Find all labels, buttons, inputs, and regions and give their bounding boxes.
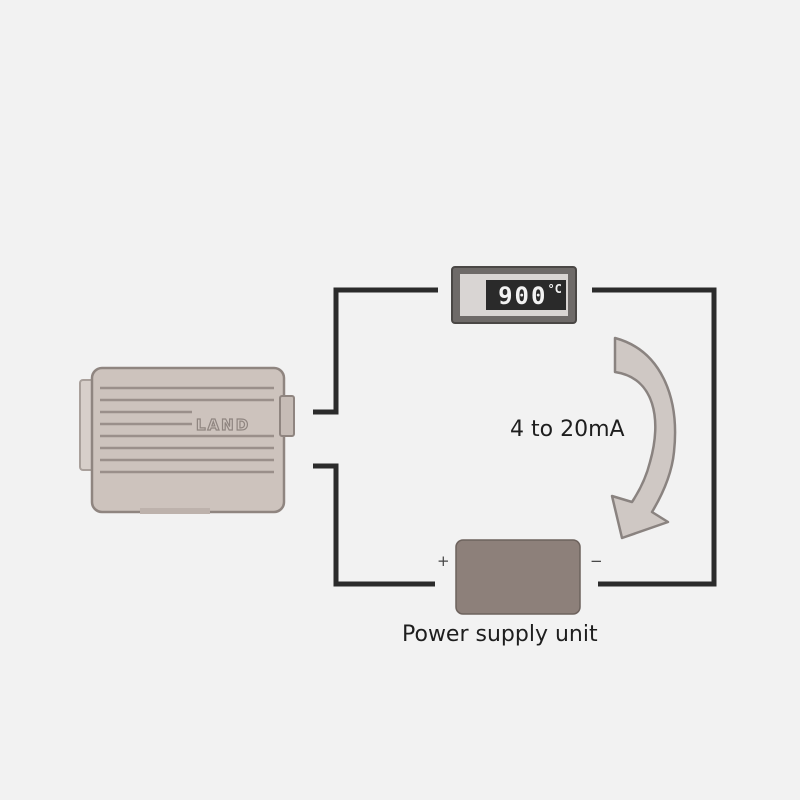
psu-plus-terminal-label: + — [437, 552, 450, 570]
device-brand-logo: LAND — [196, 416, 250, 434]
device-cooling-fins — [100, 386, 274, 474]
display-readout: 900°C — [490, 282, 570, 310]
circuit-wires — [313, 287, 717, 587]
pyrometer-device: LAND — [79, 366, 295, 514]
device-body — [90, 366, 286, 514]
wire-display-to-psu-minus — [592, 287, 717, 587]
current-flow-arrow — [610, 336, 677, 540]
power-supply-box — [455, 539, 581, 615]
display-screen — [486, 280, 566, 310]
display-value: 900 — [498, 282, 548, 310]
current-range-label: 4 to 20mA — [510, 417, 625, 442]
psu-minus-terminal-label: − — [590, 552, 603, 570]
temperature-display — [451, 266, 577, 324]
device-base-foot — [140, 508, 210, 514]
wire-psu-plus-to-device — [313, 463, 435, 587]
psu-label: Power supply unit — [402, 622, 598, 647]
wire-device-to-display — [313, 287, 438, 415]
device-lens-connector — [279, 395, 295, 437]
display-unit: °C — [547, 282, 562, 296]
